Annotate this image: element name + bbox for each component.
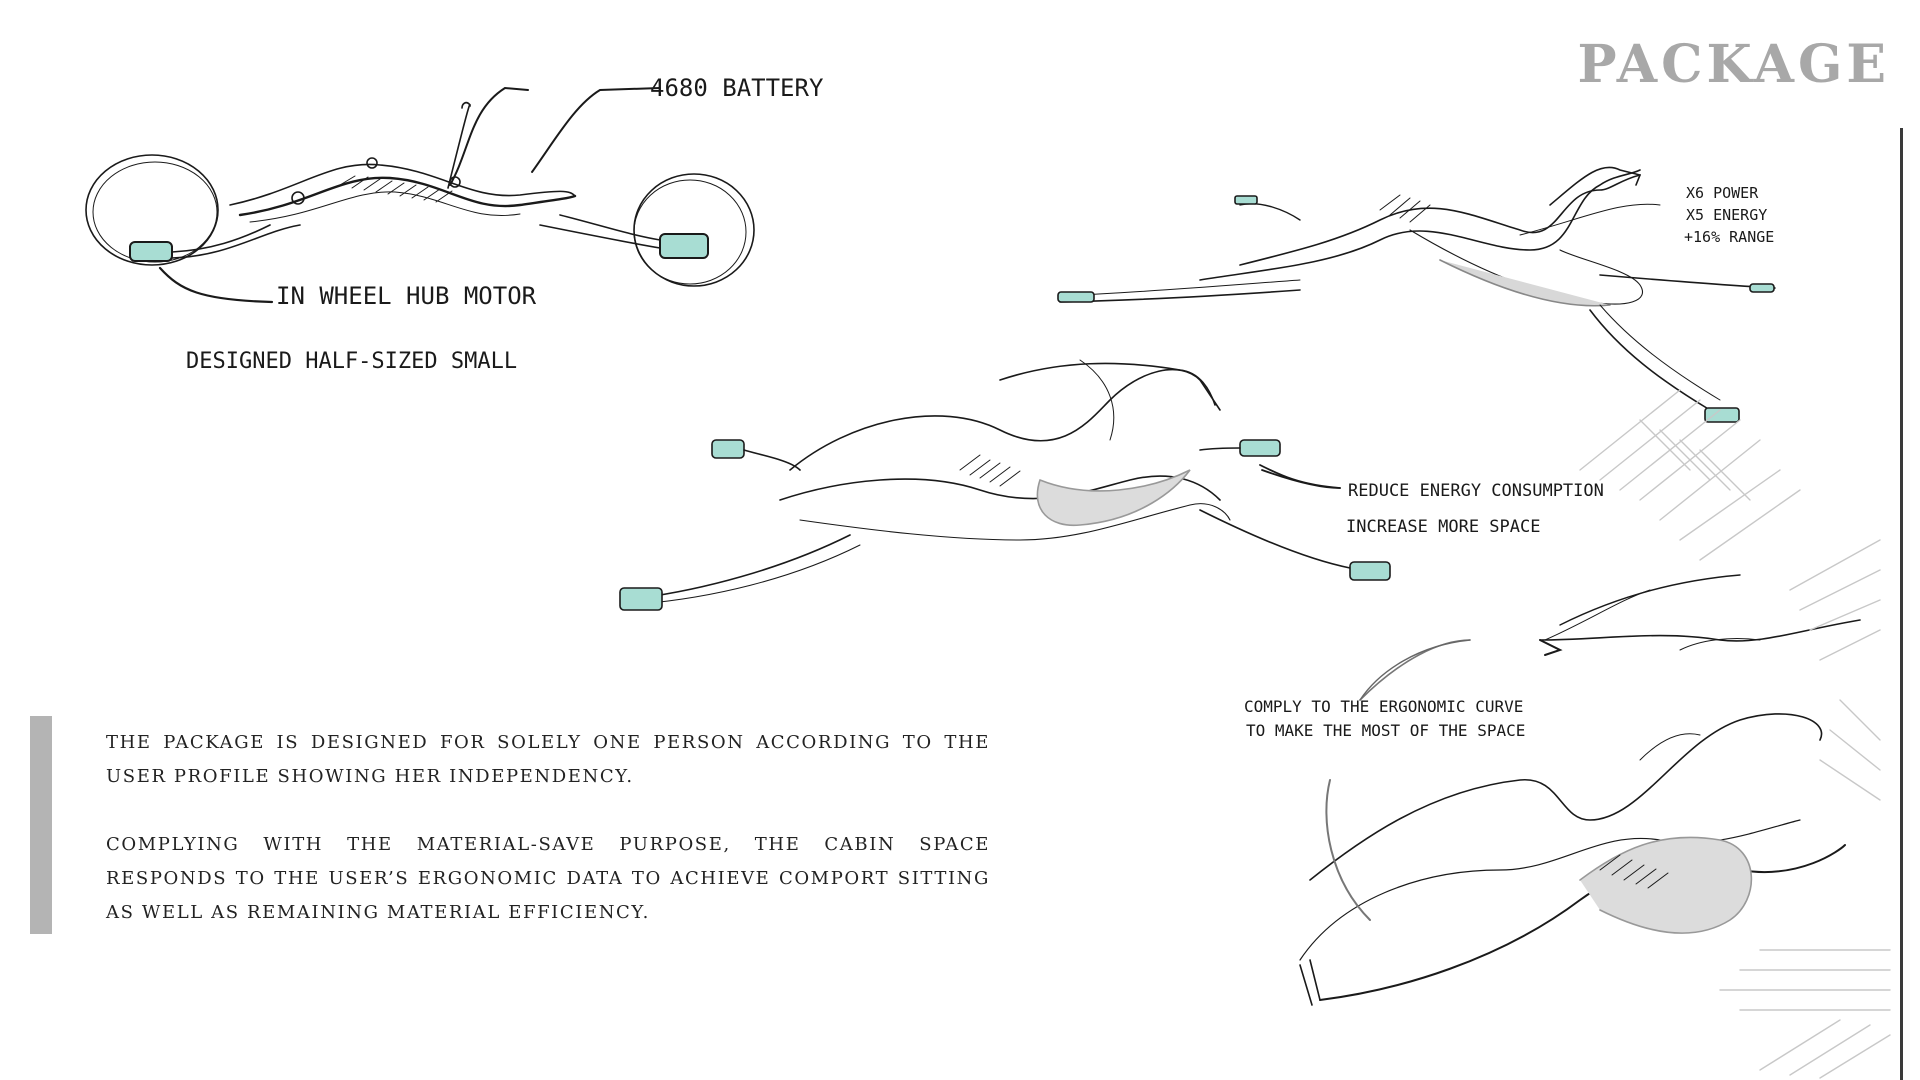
description-paragraph-2: Complying with the material-save purpose… — [106, 834, 990, 923]
label-increase: INCREASE MORE SPACE — [1346, 517, 1540, 537]
side-view-sketch — [85, 86, 755, 304]
cabin-sketch — [1299, 574, 1861, 1006]
label-battery: 4680 BATTERY — [650, 74, 824, 102]
front-wheel — [633, 173, 755, 287]
label-comply-1: COMPLY TO THE ERGONOMIC CURVE — [1244, 697, 1523, 716]
rear-hub-motor — [129, 241, 173, 262]
label-hub-motor: IN WHEEL HUB MOTOR — [276, 282, 537, 310]
description-text: The package is designed for solely one p… — [106, 726, 990, 964]
front-hub-motor — [659, 233, 709, 259]
page-title: PACKAGE — [1577, 34, 1890, 95]
label-reduce: REDUCE ENERGY CONSUMPTION — [1348, 481, 1604, 501]
label-range: +16% RANGE — [1684, 228, 1774, 246]
top-right-sketch — [1057, 166, 1776, 423]
label-designed: DESIGNED HALF-SIZED SMALL — [186, 349, 517, 374]
right-divider — [1900, 128, 1903, 1080]
description-paragraph-1: The package is designed for solely one p… — [106, 732, 990, 787]
background-hatching — [1579, 389, 1891, 1079]
label-power: X6 POWER — [1686, 184, 1759, 202]
middle-sketch — [619, 359, 1391, 611]
rear-wheel — [85, 154, 219, 266]
label-comply-2: TO MAKE THE MOST OF THE SPACE — [1246, 721, 1525, 740]
label-energy: X5 ENERGY — [1686, 206, 1767, 224]
accent-bar — [30, 716, 52, 934]
